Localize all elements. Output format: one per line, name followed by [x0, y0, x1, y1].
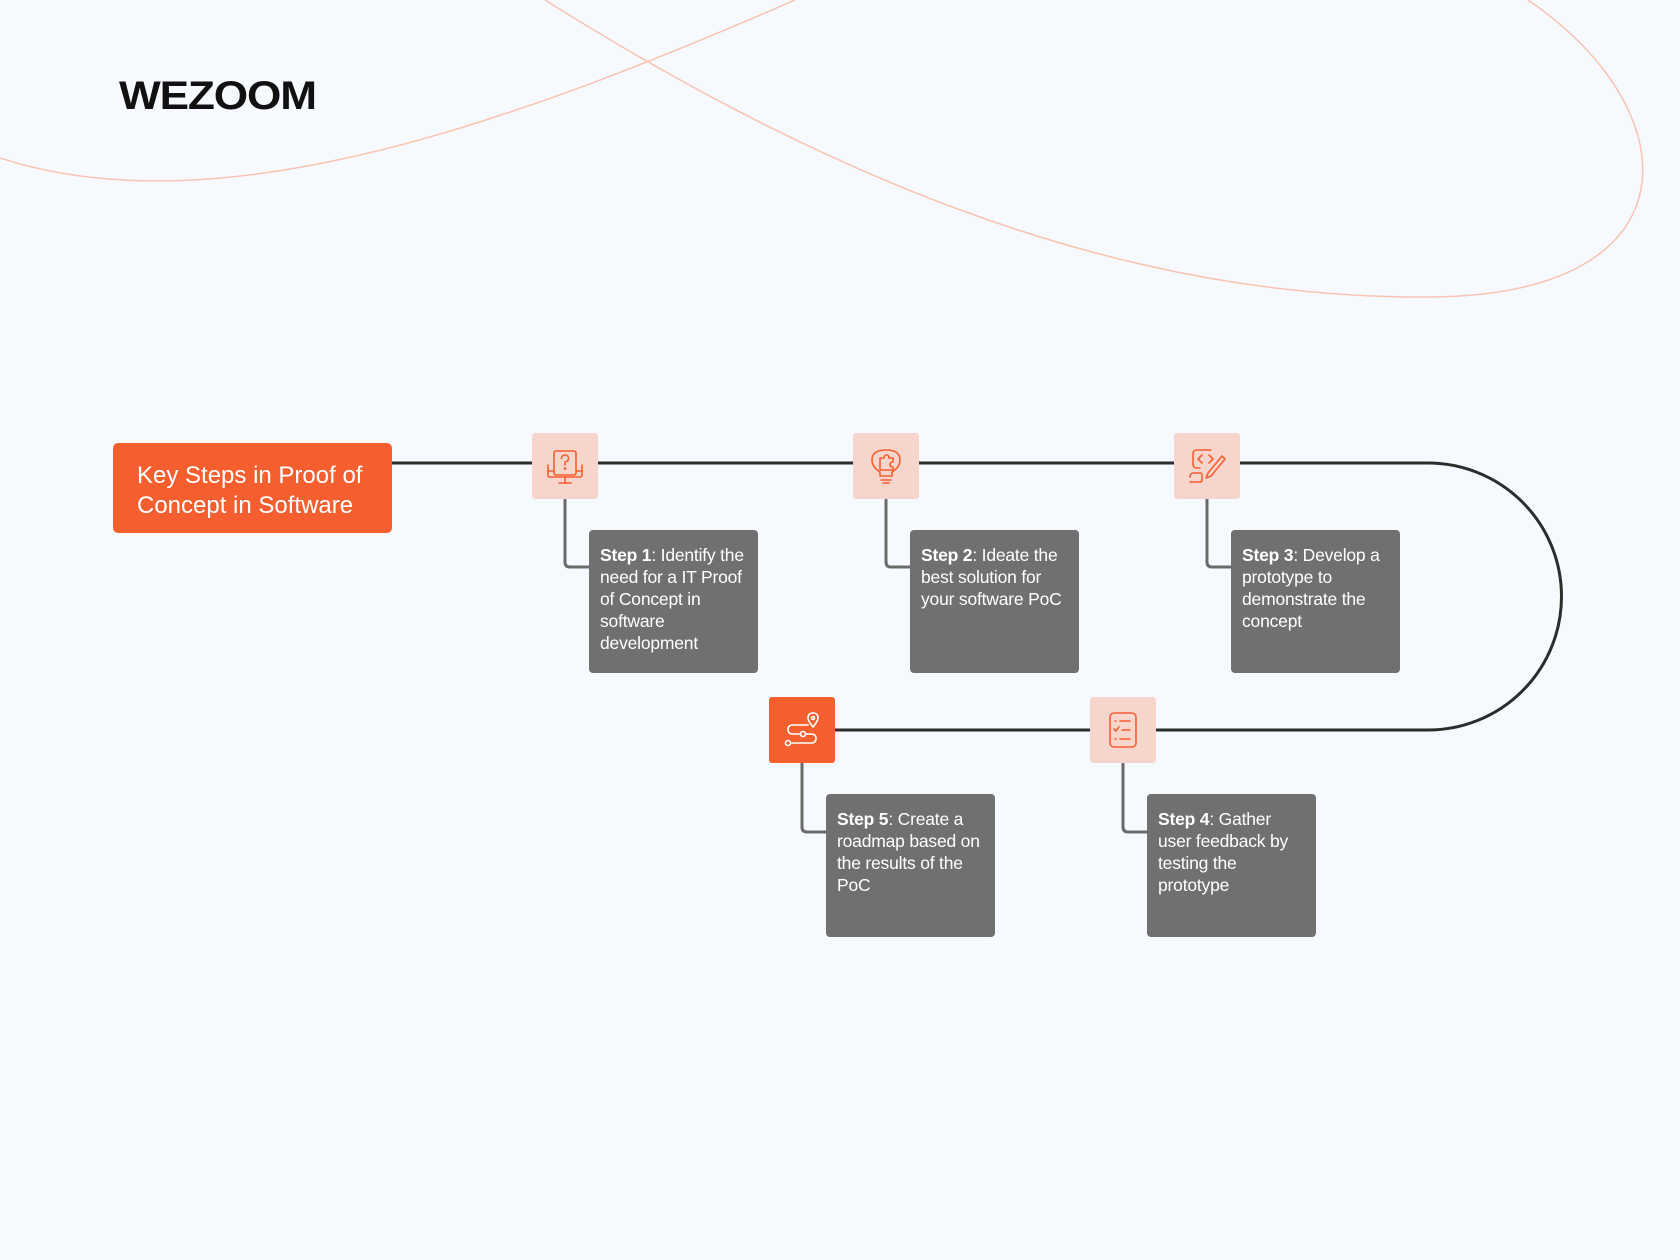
step-2-card: Step 2: Ideate the best solution for you… [910, 530, 1079, 673]
step-1-icon-tile [532, 433, 598, 499]
roadmap-pin-icon [784, 712, 819, 747]
decor-curve-right [544, 0, 1644, 298]
step-2-label: Step 2 [921, 545, 973, 565]
step-2-text: : Ideate the best solution for your soft… [921, 545, 1062, 609]
wezom-logo: WEZOOM [119, 76, 317, 114]
step-5-text: : Create a roadmap based on the results … [837, 809, 980, 895]
stem-step-2 [884, 498, 911, 569]
step-1-card: Step 1: Identify the need for a IT Proof… [589, 530, 758, 673]
step-1-label: Step 1 [600, 545, 652, 565]
checklist-icon [1109, 712, 1137, 748]
step-5-card: Step 5: Create a roadmap based on the re… [826, 794, 995, 937]
step-4-icon-tile [1090, 697, 1156, 763]
step-1-text: : Identify the need for a IT Proof of Co… [600, 545, 744, 653]
stem-step-3 [1205, 498, 1232, 569]
code-pencil-icon [1189, 449, 1226, 483]
stem-step-1 [563, 498, 590, 569]
lightbulb-puzzle-icon [871, 449, 901, 484]
stem-step-5 [800, 763, 827, 834]
decor-curve-left [0, 0, 796, 182]
main-flow-line [392, 461, 1563, 732]
step-4-label: Step 4 [1158, 809, 1210, 829]
stem-step-4 [1121, 763, 1148, 834]
step-5-icon-tile [769, 697, 835, 763]
step-4-text: : Gather user feedback by testing the pr… [1158, 809, 1289, 895]
step-3-icon-tile [1174, 433, 1240, 499]
step-3-label: Step 3 [1242, 545, 1294, 565]
diagram-title: Key Steps in Proof of Concept in Softwar… [113, 443, 392, 533]
monitor-question-icon [547, 450, 583, 484]
logo-text: WEZOOM [119, 76, 316, 114]
step-3-card: Step 3: Develop a prototype to demonstra… [1231, 530, 1400, 673]
step-2-icon-tile [853, 433, 919, 499]
step-3-text: : Develop a prototype to demonstrate the… [1242, 545, 1380, 631]
step-5-label: Step 5 [837, 809, 889, 829]
step-4-card: Step 4: Gather user feedback by testing … [1147, 794, 1316, 937]
